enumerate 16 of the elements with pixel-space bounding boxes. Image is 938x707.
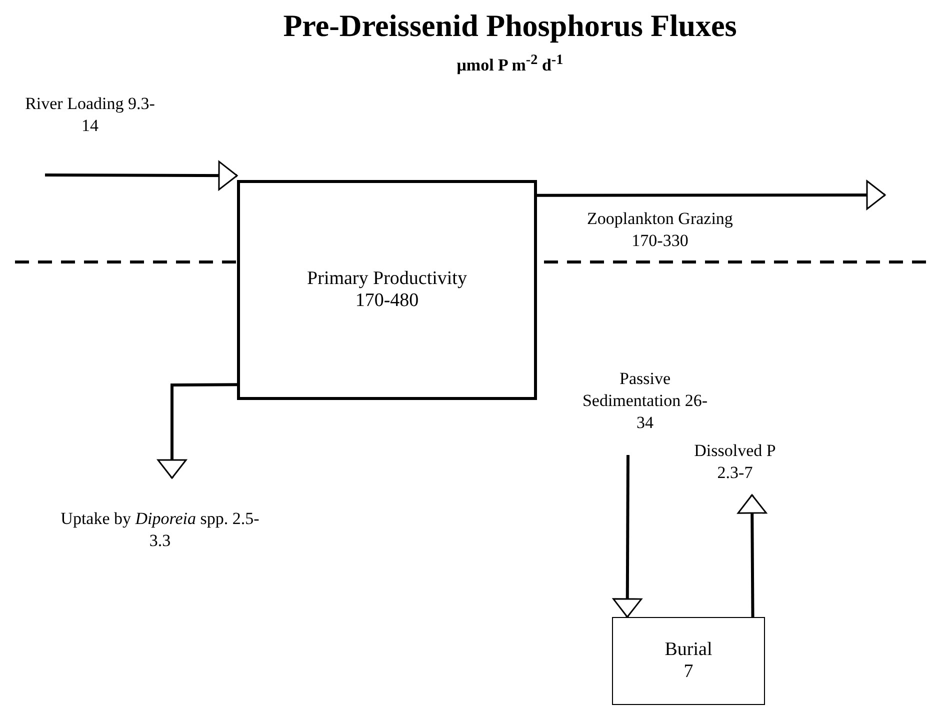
node-label: Burial 7: [664, 639, 714, 683]
process-box: [612, 617, 765, 705]
title: Pre-Dreissenid Phosphorus Fluxes: [282, 8, 738, 44]
edge-label: Uptake by Diporeia spp. 2.5-3.3: [60, 508, 260, 552]
flux-arrow: [612, 455, 642, 618]
edge-label: Zooplankton Grazing 170-330: [586, 208, 734, 252]
flux-arrow: [45, 160, 238, 190]
edge-label: Dissolved P 2.3-7: [693, 440, 777, 484]
process-box: [237, 180, 537, 400]
unit-label: μmol P m$^{-2}$ d$^{-1}$: [456, 52, 564, 76]
flux-arrow: [157, 383, 237, 479]
flux-arrow: [537, 180, 886, 210]
edge-label: River Loading 9.3-14: [25, 93, 155, 137]
flux-arrow: [737, 494, 767, 618]
edge-label: Passive Sedimentation 26-34: [581, 368, 709, 434]
node-label: Primary Productivity 170-480: [306, 268, 468, 312]
